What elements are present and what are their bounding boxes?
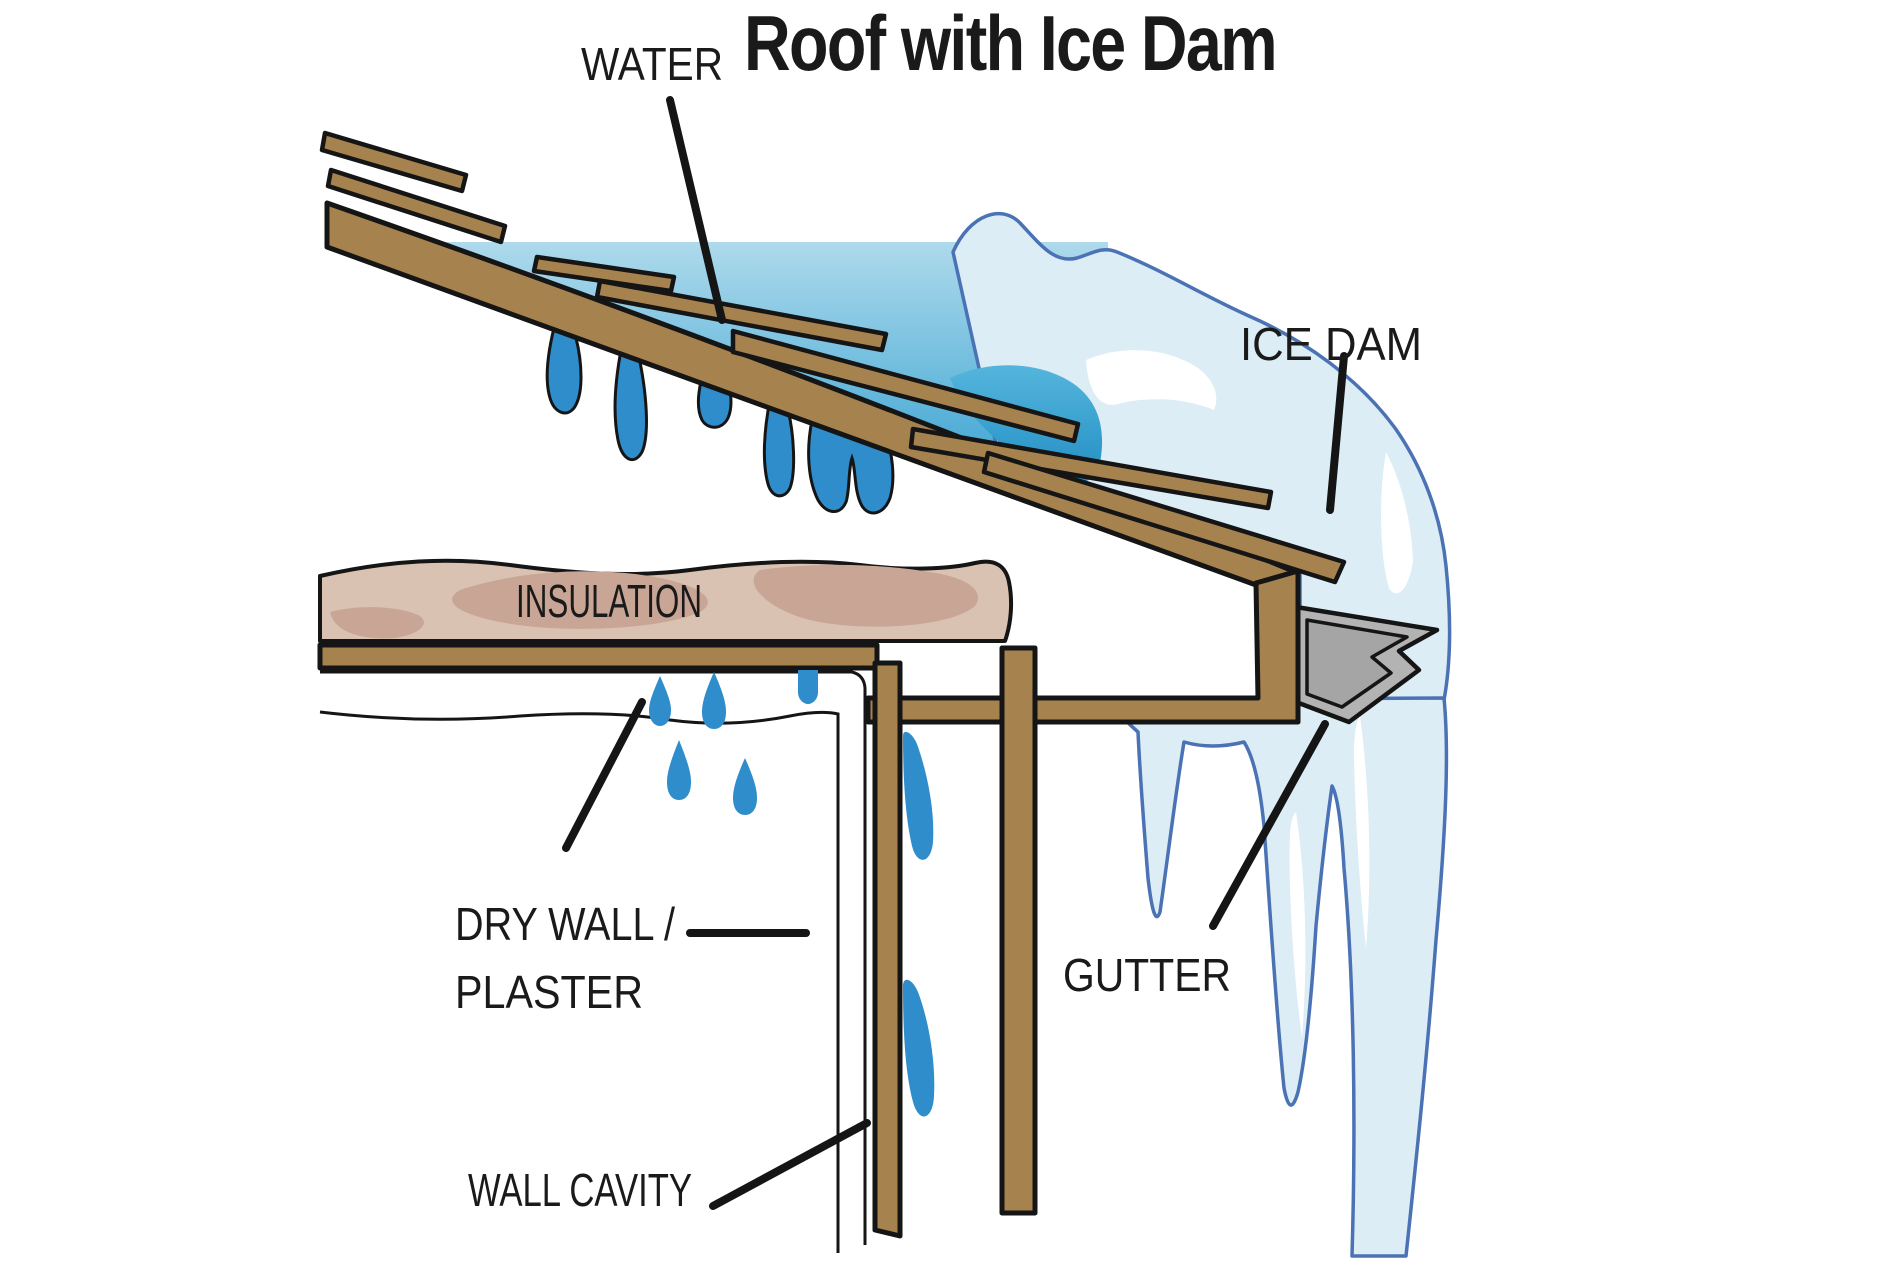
ceiling-drip	[649, 676, 671, 726]
ceiling-drip	[733, 758, 757, 815]
page-title: Roof with Ice Dam	[744, 0, 1276, 87]
insulation-texture-patch	[330, 607, 424, 639]
icicle-highlight-right	[1354, 716, 1370, 948]
loose-shingle-board	[325, 167, 508, 245]
ceiling-drip	[702, 672, 726, 729]
ice-dam-leader-line	[1326, 352, 1348, 514]
shingle-over-eave	[981, 450, 1347, 585]
label-plaster: PLASTER	[455, 966, 643, 1018]
stud-drip-lower	[903, 979, 935, 1117]
drywall-sag-line	[319, 710, 840, 1253]
wall-stud-inner	[872, 660, 903, 1239]
label-ice-dam: ICE DAM	[1240, 318, 1422, 370]
dry-wall-leader-line	[562, 698, 646, 852]
label-water: WATER	[581, 38, 723, 90]
shingle-in-water	[908, 426, 1274, 511]
ice-highlight-right	[1380, 452, 1413, 594]
label-insulation: INSULATION	[516, 575, 702, 627]
icicle-highlight-left	[1289, 812, 1306, 1038]
shingle-in-water	[594, 278, 889, 353]
wall-cavity-leader-line	[709, 1119, 871, 1210]
label-gutter: GUTTER	[1063, 949, 1231, 1001]
wall-stud-outer	[999, 645, 1038, 1216]
shingle-in-water	[531, 254, 677, 294]
insulation-texture-patch	[753, 564, 978, 627]
gutter-leader-line	[1209, 720, 1329, 930]
label-dry-wall: DRY WALL /	[455, 898, 675, 950]
ceiling-drip	[798, 670, 818, 704]
stud-drip-upper	[903, 731, 934, 860]
water-leader-line	[666, 96, 726, 324]
shingle-in-water	[730, 328, 1081, 444]
ceiling-drip	[667, 740, 691, 800]
ice-highlight-upper	[1086, 350, 1217, 410]
loose-shingle-board	[319, 130, 469, 194]
label-wall-cavity: WALL CAVITY	[468, 1164, 692, 1216]
drywall-ceiling-line	[320, 670, 867, 1245]
ceiling-joist	[317, 642, 880, 671]
gutter-inner-shape	[1305, 618, 1409, 709]
insulation-texture-patch	[452, 571, 708, 629]
